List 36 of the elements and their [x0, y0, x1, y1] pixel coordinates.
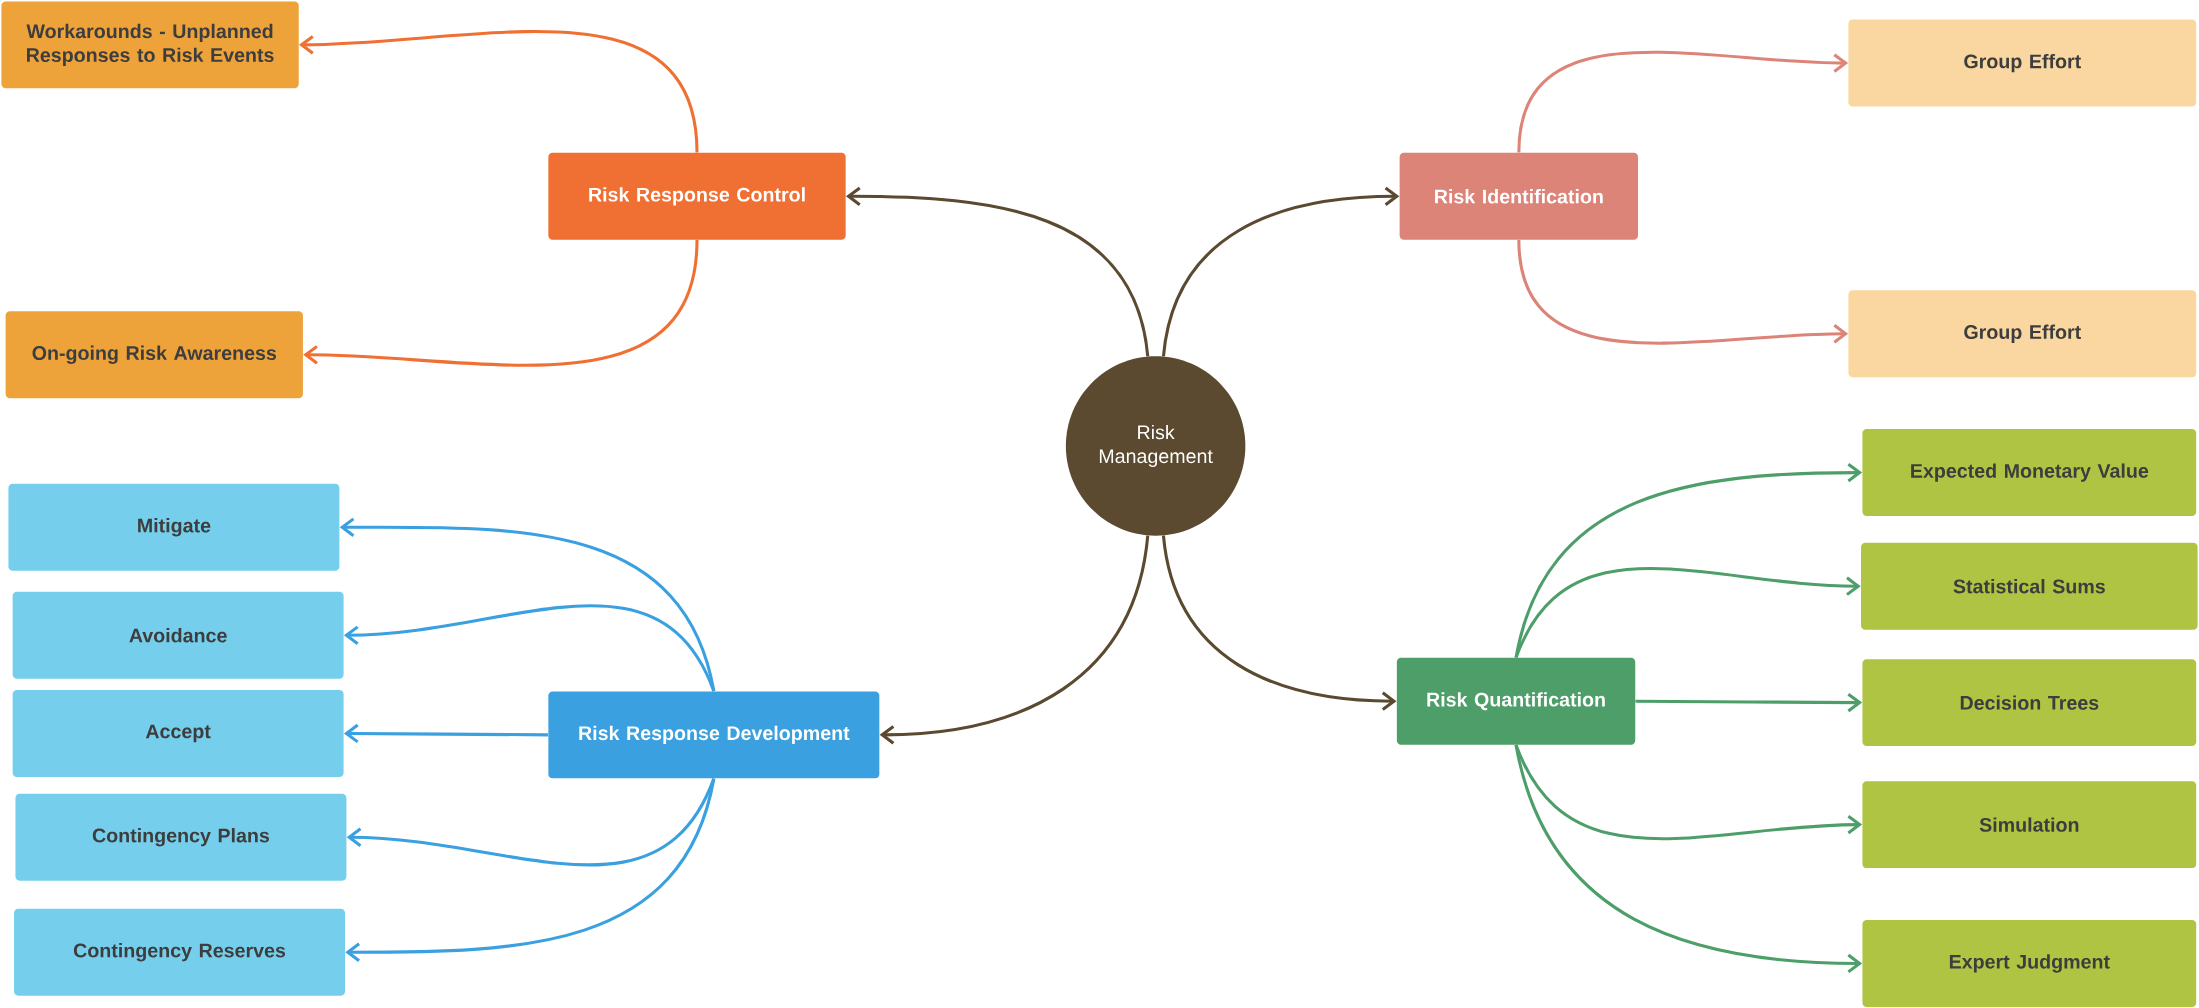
curved-arrow — [1161, 186, 1400, 357]
subtopic-box: Expert Judgment — [1862, 919, 2197, 1007]
subtopic-box: Mitigate — [8, 483, 340, 571]
curved-arrow — [339, 517, 716, 692]
curved-arrow — [1514, 462, 1863, 658]
subtopic-box: Decision Trees — [1862, 658, 2197, 746]
subtopic-box: Group Effort — [1848, 290, 2197, 378]
curved-arrow — [879, 535, 1150, 745]
subtopic-box: Workarounds - Unplanned Responses to Risk Events — [1, 1, 299, 89]
subtopic-box: Accept — [12, 689, 344, 777]
curved-arrow — [1517, 239, 1849, 345]
curved-arrow — [343, 723, 549, 743]
topic-box: Risk Identification — [1399, 152, 1639, 240]
curved-arrow — [343, 604, 716, 692]
subtopic-box: Contingency Plans — [15, 793, 347, 881]
subtopic-box: Avoidance — [12, 591, 344, 679]
curved-arrow — [845, 186, 1150, 357]
subtopic-box: Contingency Reserves — [14, 908, 345, 996]
curved-arrow — [1514, 744, 1863, 840]
curved-arrow — [346, 777, 716, 866]
topic-box: Risk Quantification — [1396, 657, 1636, 745]
curved-arrow — [1514, 744, 1863, 973]
curved-arrow — [303, 239, 699, 367]
curved-arrow — [1161, 535, 1397, 711]
curved-arrow — [1514, 566, 1861, 658]
curved-arrow — [1635, 692, 1863, 713]
subtopic-box: Statistical Sums — [1861, 542, 2198, 630]
curved-arrow — [1517, 50, 1849, 153]
subtopic-box: On-going Risk Awareness — [5, 311, 303, 399]
topic-box: Risk Response Development — [548, 691, 880, 779]
subtopic-box: Expected Monetary Value — [1862, 428, 2197, 516]
topic-box: Risk Response Control — [548, 152, 846, 240]
subtopic-box: Group Effort — [1848, 19, 2197, 107]
curved-arrow — [299, 29, 699, 153]
curved-arrow — [345, 778, 716, 962]
subtopic-box: Simulation — [1862, 781, 2197, 868]
